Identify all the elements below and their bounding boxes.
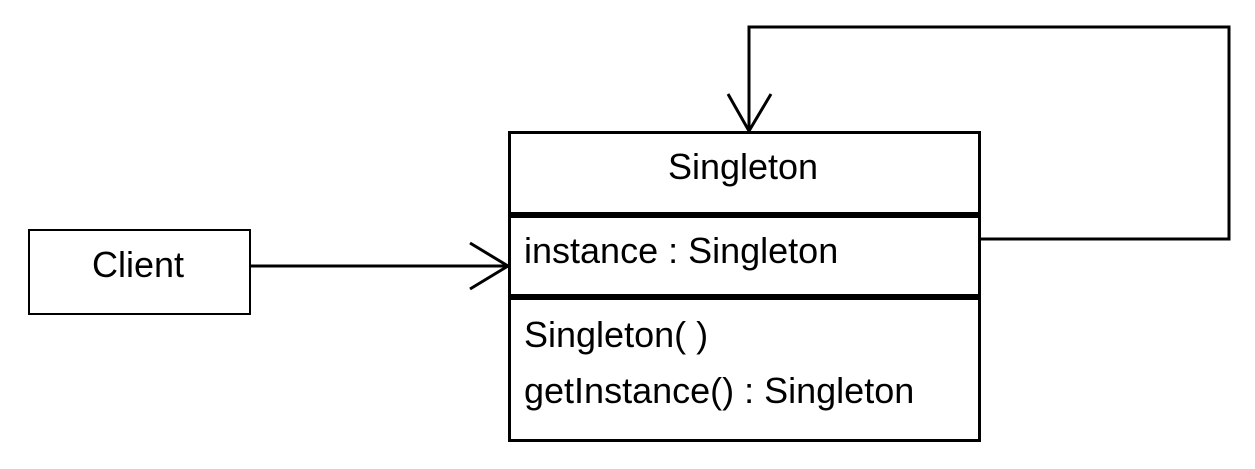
class-attribute: instance : Singleton <box>524 230 839 271</box>
singleton-class-box <box>508 131 981 442</box>
client-to-singleton-association <box>247 241 511 291</box>
association-arrowhead-icon <box>469 241 511 291</box>
class-operation-constructor: Singleton( ) <box>524 314 709 355</box>
name-attribute-divider <box>508 212 981 218</box>
self-association-arrowhead-icon <box>726 93 773 134</box>
client-class-box <box>28 229 251 315</box>
attribute-operation-divider <box>508 294 981 300</box>
singleton-class-name: Singleton <box>667 146 819 187</box>
class-operation-get-instance: getInstance() : Singleton <box>524 370 915 411</box>
client-class-name: Client <box>91 244 185 285</box>
